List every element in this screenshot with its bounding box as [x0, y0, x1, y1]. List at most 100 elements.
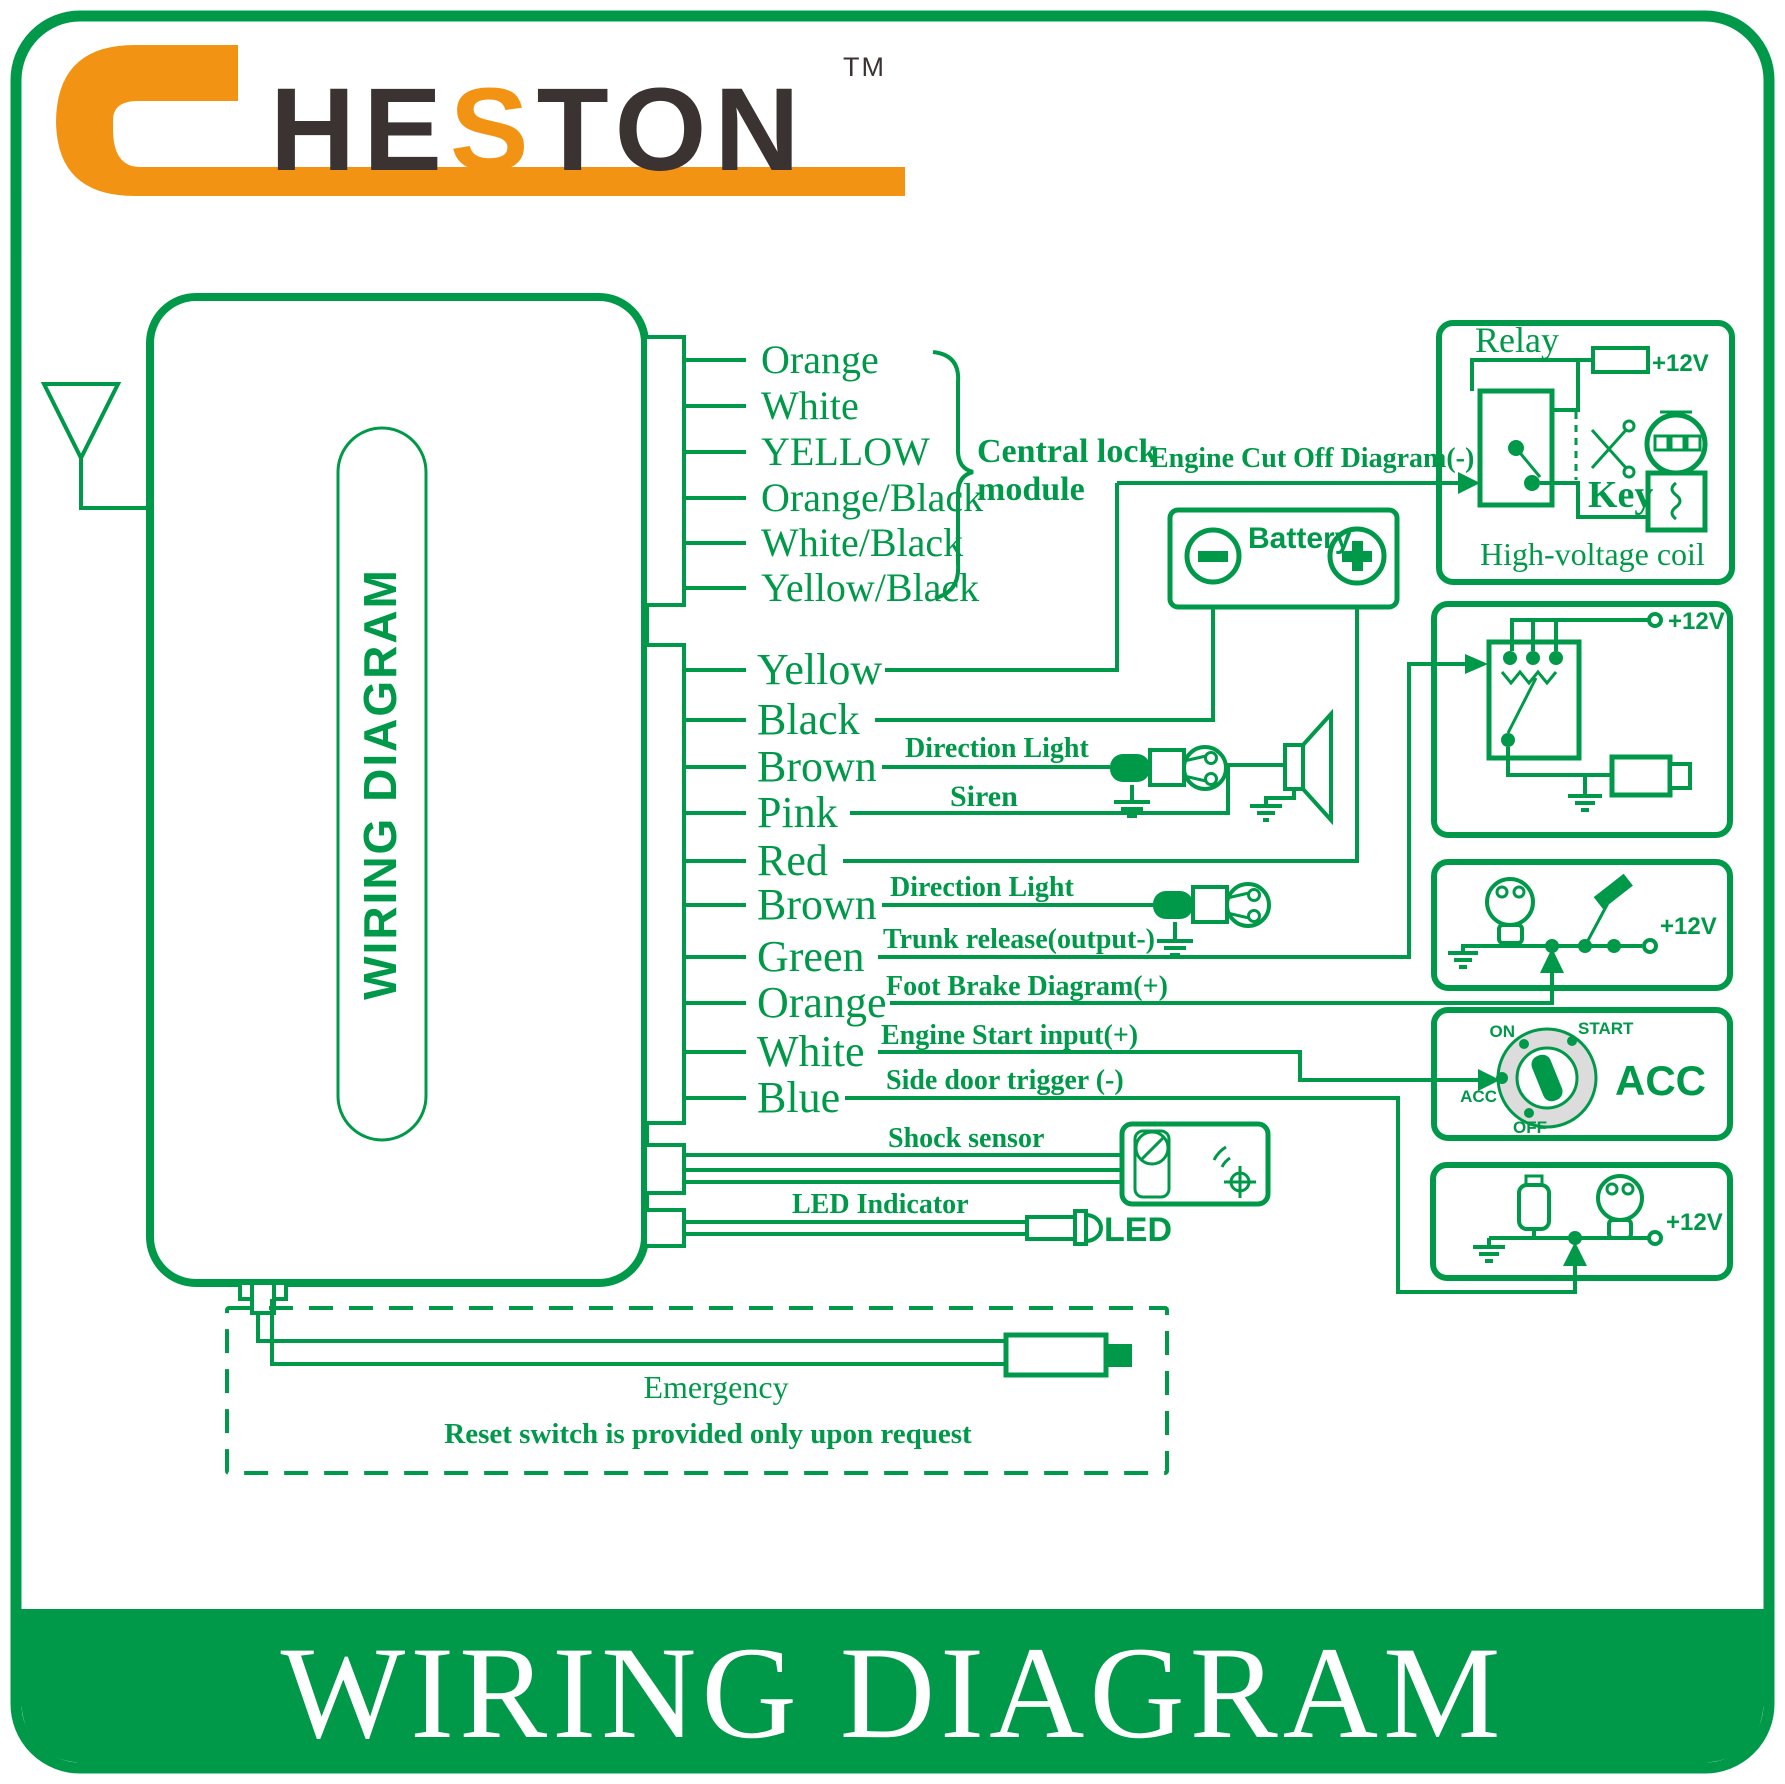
- wire-label: Orange: [761, 337, 879, 382]
- v12-label: +12V: [1666, 1209, 1723, 1236]
- bulb-nub-icon: [1153, 891, 1193, 919]
- ground-icon: [1473, 1238, 1505, 1263]
- antenna-icon: [40, 382, 150, 510]
- direction-light-bulb-1: [1110, 745, 1228, 818]
- wire-label: Orange: [757, 978, 887, 1027]
- component-box: [1431, 1007, 1733, 1141]
- relay-coil-zigzag: [1500, 669, 1558, 686]
- terminal-12v-icon: [1642, 938, 1658, 954]
- page-border: [10, 10, 1775, 1774]
- brand-letters: HESTON: [270, 64, 808, 196]
- relay-key-coil-box: Relay +12V Key High-voltage coil: [1436, 320, 1735, 585]
- battery-minus-icon: [1184, 527, 1242, 585]
- trunk-relay-box: +12V: [1431, 601, 1733, 838]
- connector-tab-led: [643, 1208, 686, 1248]
- led-indicator-label: LED Indicator: [792, 1189, 969, 1220]
- battery-component: Battery: [1167, 507, 1400, 610]
- wire-label: White: [761, 383, 859, 428]
- relay-box: [1436, 320, 1735, 585]
- emergency-dashed-box: [225, 1306, 1169, 1475]
- relay-title: Relay: [1475, 320, 1559, 360]
- annotation-labels: Engine Cut Off Diagram(-) Direction Ligh…: [792, 443, 1474, 1249]
- wire-label: YELLOW: [761, 429, 930, 474]
- wire-white: [878, 1050, 1478, 1082]
- relay-contact-box: [1486, 639, 1582, 761]
- siren-horn-icon: [1250, 708, 1333, 826]
- ground-icon: [1250, 789, 1296, 822]
- bulb-icon: [1225, 882, 1271, 928]
- foot-brake-box: +12V: [1431, 859, 1733, 991]
- siren-label: Siren: [950, 780, 1018, 813]
- led-body: [1025, 1215, 1077, 1241]
- wire-black: [875, 607, 1215, 722]
- banner: WIRING DIAGRAM: [21, 1609, 1764, 1766]
- bulb-socket: [1607, 1218, 1633, 1240]
- key-wire: [1540, 481, 1648, 519]
- key-slot-icon: [1531, 1054, 1563, 1102]
- v12-label: +12V: [1652, 350, 1709, 377]
- led-label: LED: [1104, 1211, 1172, 1249]
- direction-light-label-1: Direction Light: [905, 733, 1089, 764]
- battery-minus-bar: [1198, 551, 1228, 562]
- wire-label: Brown: [757, 742, 877, 791]
- junction-dot: [1545, 939, 1559, 953]
- terminal-12v-icon: [1647, 1230, 1663, 1246]
- led-dome: [1084, 1212, 1103, 1244]
- door-pin-switch-icon: [1517, 1183, 1551, 1231]
- shock-sensor-label: Shock sensor: [888, 1123, 1044, 1154]
- arrow-head-icon: [1458, 472, 1480, 494]
- vibration-icon: [1212, 1145, 1256, 1198]
- diode-icon: [1563, 1242, 1587, 1266]
- bulb-socket: [1191, 885, 1229, 924]
- unit-vertical-label: WIRING DIAGRAM: [354, 568, 406, 1000]
- emergency-section: Emergency Reset switch is provided only …: [225, 1306, 1169, 1475]
- v12-label: +12V: [1660, 913, 1717, 940]
- bulb-socket: [1497, 923, 1524, 945]
- central-lock-group: Orange White YELLOW Orange/Black White/B…: [684, 337, 1157, 610]
- central-lock-label-2: module: [977, 471, 1085, 508]
- led-icon: [1025, 1209, 1103, 1246]
- battery-label: Battery: [1248, 522, 1352, 555]
- connector-strip-central-lock: [643, 335, 686, 607]
- reset-note-label: Reset switch is provided only upon reque…: [444, 1418, 972, 1450]
- engine-start-label: Engine Start input(+): [881, 1020, 1138, 1051]
- battery-plus-bar-v: [1352, 541, 1363, 571]
- component-box: [1430, 1162, 1733, 1281]
- ignition-start-label: START: [1578, 1019, 1634, 1038]
- high-voltage-coil-icon: [1644, 410, 1708, 533]
- wire-runs: [256, 472, 1577, 1366]
- wire-stubs: [684, 358, 746, 590]
- actuator-cap: [1668, 762, 1692, 790]
- side-door-box: +12V: [1430, 1162, 1733, 1281]
- connector-tab-bottom-inner: [250, 1281, 276, 1315]
- wire-yellow: [885, 483, 1119, 672]
- wire-blue: [845, 1096, 1577, 1294]
- emergency-label: Emergency: [643, 1369, 788, 1405]
- diode-icon: [1540, 948, 1564, 973]
- main-wires-group: Yellow Black Brown Pink Red Brown Green …: [684, 645, 887, 1122]
- engine-cut-label: Engine Cut Off Diagram(-): [1150, 443, 1474, 474]
- connector-tab-shock: [643, 1143, 686, 1195]
- wire-label: Orange/Black: [761, 475, 983, 520]
- wire-stubs: [684, 668, 746, 1100]
- wires-led: [684, 1220, 1027, 1236]
- shock-sensor-box: [1119, 1121, 1271, 1207]
- reset-switch-icon: [1003, 1332, 1109, 1378]
- wire-label: Yellow/Black: [761, 565, 979, 610]
- wire-label: Red: [757, 836, 828, 885]
- ignition-on-label: ON: [1490, 1022, 1516, 1041]
- ground-icon: [1114, 785, 1150, 818]
- banner-title: WIRING DIAGRAM: [281, 1619, 1506, 1766]
- sensor-knob-icon: [1134, 1130, 1170, 1166]
- wire-red: [843, 607, 1359, 863]
- relay-contact-dot: [1524, 475, 1540, 491]
- battery-plus-icon: [1327, 526, 1387, 586]
- trunk-release-label: Trunk release(output-): [883, 924, 1155, 955]
- ground-icon: [1157, 922, 1193, 957]
- vertical-label-pill: [336, 426, 428, 1142]
- trademark-label: TM: [843, 52, 886, 82]
- actuator-icon: [1609, 754, 1673, 798]
- relay-wiring: [1470, 358, 1593, 412]
